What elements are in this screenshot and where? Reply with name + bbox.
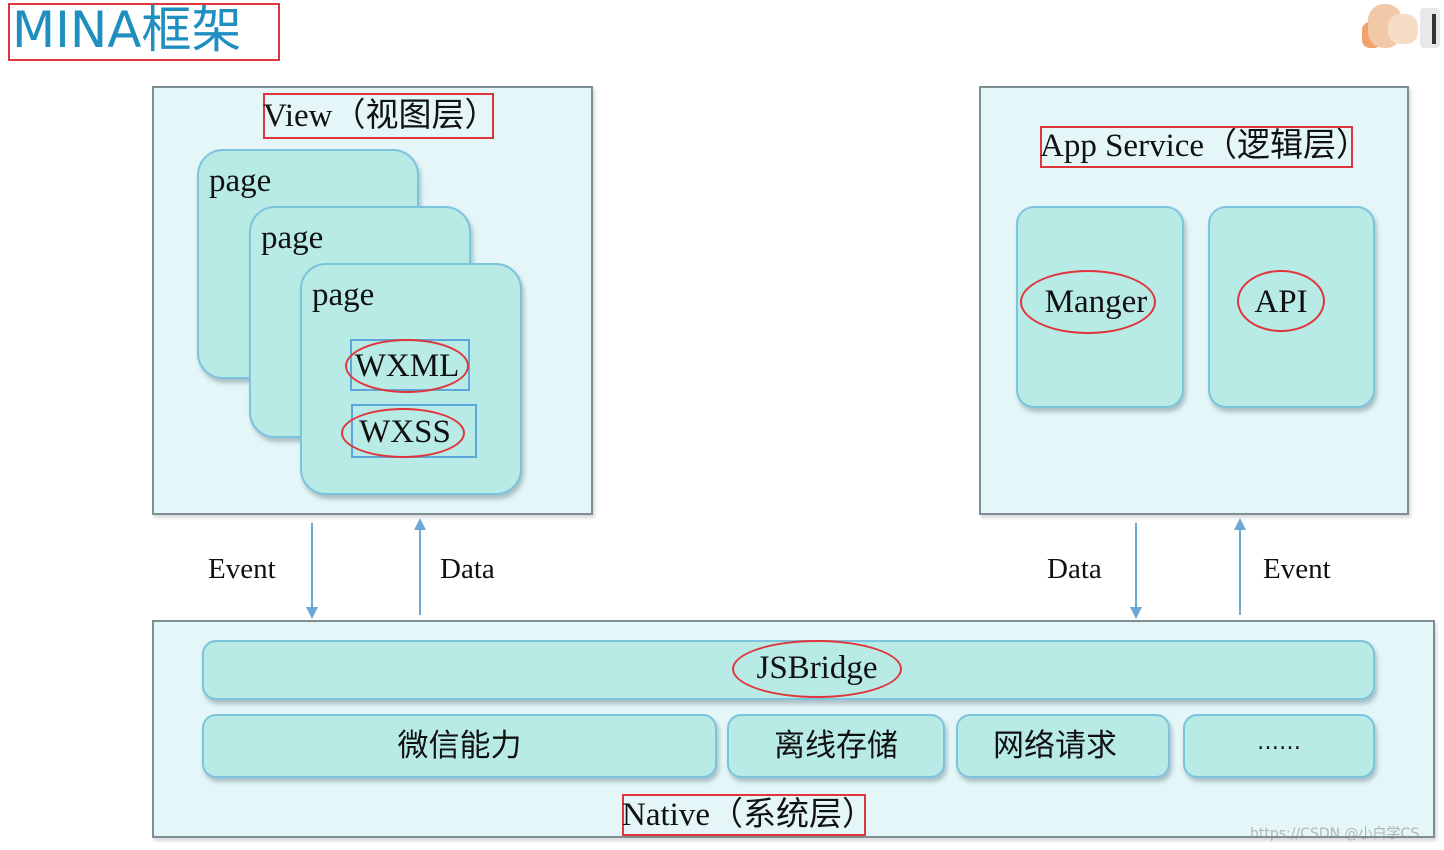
right-event-label: Event xyxy=(1263,553,1331,585)
native-item-network-request: 网络请求 xyxy=(956,714,1170,778)
native-item-label: 微信能力 xyxy=(397,728,522,764)
api-label: API xyxy=(1254,284,1308,320)
manager-label: Manger xyxy=(1044,284,1148,320)
left-event-label: Event xyxy=(208,553,276,585)
wxss-highlight xyxy=(341,408,465,458)
native-item-offline-storage: 离线存储 xyxy=(727,714,945,778)
title-highlight-box xyxy=(8,3,280,61)
native-item-label: 网络请求 xyxy=(993,728,1117,764)
view-layer-label-box xyxy=(263,93,494,139)
page-label: page xyxy=(312,277,375,313)
native-item-label: 离线存储 xyxy=(774,728,898,764)
api-highlight xyxy=(1237,270,1325,332)
native-item-label: …… xyxy=(1257,730,1301,755)
native-item-wechat-capability: 微信能力 xyxy=(202,714,717,778)
native-layer-label-box xyxy=(622,794,866,836)
native-item-more: …… xyxy=(1183,714,1375,778)
jsbridge-label: JSBridge xyxy=(756,650,878,686)
avatar xyxy=(1362,0,1444,58)
manager-highlight xyxy=(1020,270,1156,334)
service-layer-label-box xyxy=(1040,126,1353,168)
page-label: page xyxy=(261,220,324,256)
wxml-highlight xyxy=(345,339,469,393)
wxml-label: WXML xyxy=(354,348,460,384)
page-title: MINA框架 xyxy=(12,1,242,59)
native-layer-label: Native（系统层） xyxy=(622,797,875,833)
right-data-label: Data xyxy=(1047,553,1102,585)
jsbridge-highlight xyxy=(732,640,902,698)
watermark: https://CSDN @小白学CS xyxy=(1250,826,1420,842)
service-layer-label: App Service（逻辑层） xyxy=(1040,128,1370,164)
view-layer-label: View（视图层） xyxy=(263,98,498,134)
left-data-label: Data xyxy=(440,553,495,585)
wxss-label: WXSS xyxy=(359,414,451,450)
page-label: page xyxy=(209,163,272,199)
